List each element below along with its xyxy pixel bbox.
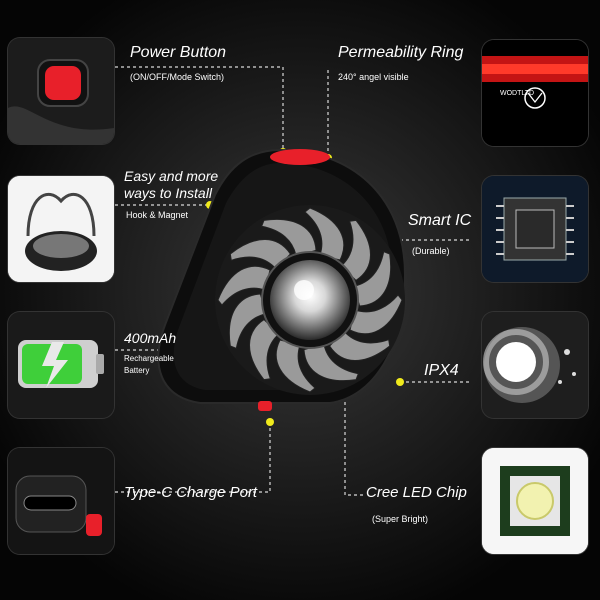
led-lens	[270, 260, 350, 340]
battery-subtitle-line1: Rechargeable	[124, 354, 174, 363]
battery-title: 400mAh	[124, 330, 177, 346]
smart-ic-subtitle: (Durable)	[412, 246, 450, 256]
smart-ic-thumbnail	[482, 176, 588, 282]
type-c-line	[115, 422, 271, 493]
power-button-red	[270, 149, 330, 165]
hook-thumbnail	[8, 176, 114, 282]
type-c-title: Type-C Charge Port	[124, 484, 258, 501]
cooling-fins	[215, 205, 405, 395]
brand-logo-text: WODTLTD	[500, 90, 535, 97]
install-title-line2: ways to Install	[124, 185, 212, 201]
battery-thumbnail	[8, 312, 114, 418]
power-button-subtitle: (ON/OFF/Mode Switch)	[130, 72, 225, 82]
permeability-subtitle: 240° angel visible	[338, 72, 409, 82]
cree-subtitle: (Super Bright)	[372, 514, 429, 524]
smart-ic-title: Smart IC	[408, 212, 472, 229]
cree-title: Cree LED Chip	[366, 484, 467, 501]
power-button-line	[115, 66, 284, 150]
permeability-title: Permeability Ring	[338, 44, 464, 61]
headlamp-product	[157, 148, 407, 411]
battery-subtitle-line2: Battery	[124, 366, 150, 375]
ipx4-title: IPX4	[424, 362, 459, 379]
power-button-thumbnail	[8, 38, 114, 144]
cree-led-thumbnail	[482, 448, 588, 554]
permeability-ring-thumbnail	[482, 40, 588, 146]
ipx4-thumbnail	[482, 312, 588, 418]
install-title-line1: Easy and more	[124, 168, 219, 184]
power-button-title: Power Button	[130, 44, 227, 61]
install-subtitle: Hook & Magnet	[126, 210, 189, 220]
type-c-thumbnail	[8, 448, 114, 554]
